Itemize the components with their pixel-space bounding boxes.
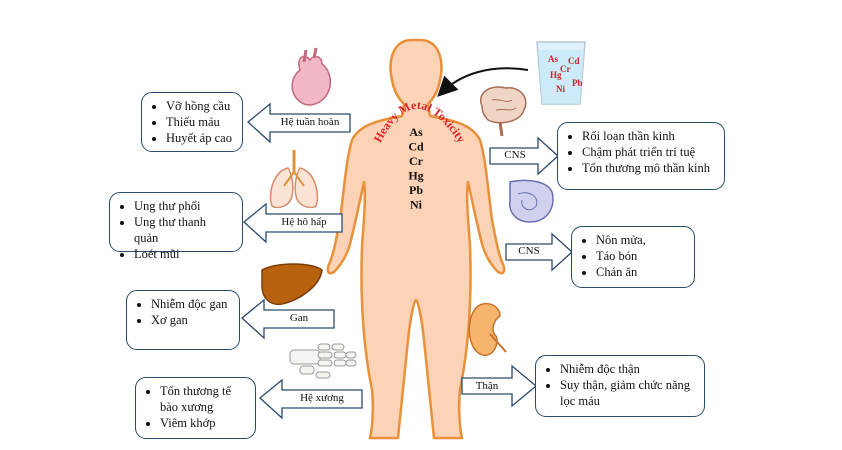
effect-item: Nôn mửa, bbox=[596, 232, 684, 248]
effect-item: Chán ăn bbox=[596, 264, 684, 280]
effect-item: Táo bón bbox=[596, 248, 684, 264]
effect-item: Chậm phát triển trí tuệ bbox=[582, 144, 714, 160]
digestive-effects-box: Nôn mửa,Táo bónChán ăn bbox=[571, 226, 695, 288]
effect-item: Thiếu máu bbox=[166, 114, 232, 130]
metal-symbol: Pb bbox=[409, 183, 423, 197]
circulatory-effects-box: Vỡ hồng cầuThiếu máuHuyết áp cao bbox=[141, 92, 243, 152]
glass-metal-symbol: Hg bbox=[550, 70, 562, 80]
circulatory-label: Hệ tuần hoàn bbox=[270, 116, 350, 128]
digestive-label: CNS bbox=[506, 245, 552, 257]
metal-symbol: As bbox=[409, 125, 423, 139]
glass-metal-symbol: As bbox=[548, 54, 558, 64]
liver-label: Gan bbox=[264, 312, 334, 324]
glass-metal-symbol: Pb bbox=[572, 78, 583, 88]
effect-item: Vỡ hồng cầu bbox=[166, 98, 232, 114]
effect-item: Suy thận, giảm chức năng lọc máu bbox=[560, 377, 694, 409]
intestines-icon bbox=[510, 180, 553, 222]
effect-item: Tổn thương mô thần kinh bbox=[582, 160, 714, 176]
lungs-icon bbox=[271, 150, 318, 208]
glass-metal-symbol: Cr bbox=[560, 64, 571, 74]
nervous-label: CNS bbox=[492, 149, 538, 161]
skeletal-label: Hệ xương bbox=[282, 392, 362, 404]
metal-symbol: Hg bbox=[408, 169, 423, 183]
metal-symbol: Ni bbox=[410, 198, 423, 212]
hand-bones-icon bbox=[290, 344, 356, 378]
brain-icon bbox=[481, 87, 526, 136]
effect-item: Loét mũi bbox=[134, 246, 232, 262]
effect-item: Ung thư phổi bbox=[134, 198, 232, 214]
kidney-icon bbox=[469, 304, 506, 356]
effect-item: Huyết áp cao bbox=[166, 130, 232, 146]
liver-effects-box: Nhiễm độc ganXơ gan bbox=[126, 290, 240, 350]
effect-item: Ung thư thanh quản bbox=[134, 214, 232, 246]
nervous-effects-box: Rối loạn thần kinhChậm phát triển trí tu… bbox=[557, 122, 725, 190]
effect-item: Tổn thương tế bào xương bbox=[160, 383, 245, 415]
effect-item: Xơ gan bbox=[151, 312, 229, 328]
metal-symbol: Cr bbox=[409, 154, 424, 168]
respiratory-label: Hệ hô hấp bbox=[266, 216, 342, 228]
effect-item: Nhiễm độc gan bbox=[151, 296, 229, 312]
glass-metal-symbol: Ni bbox=[556, 84, 565, 94]
heart-icon bbox=[292, 48, 330, 105]
liver-icon bbox=[262, 264, 322, 304]
effect-item: Rối loạn thần kinh bbox=[582, 128, 714, 144]
effect-item: Viêm khớp bbox=[160, 415, 245, 431]
effect-item: Nhiễm độc thận bbox=[560, 361, 694, 377]
skeletal-effects-box: Tổn thương tế bào xươngViêm khớp bbox=[135, 377, 256, 439]
kidney-effects-box: Nhiễm độc thậnSuy thận, giảm chức năng l… bbox=[535, 355, 705, 417]
metal-symbol: Cd bbox=[408, 140, 424, 154]
respiratory-effects-box: Ung thư phổiUng thư thanh quảnLoét mũi bbox=[109, 192, 243, 252]
kidney-label: Thận bbox=[462, 380, 512, 392]
